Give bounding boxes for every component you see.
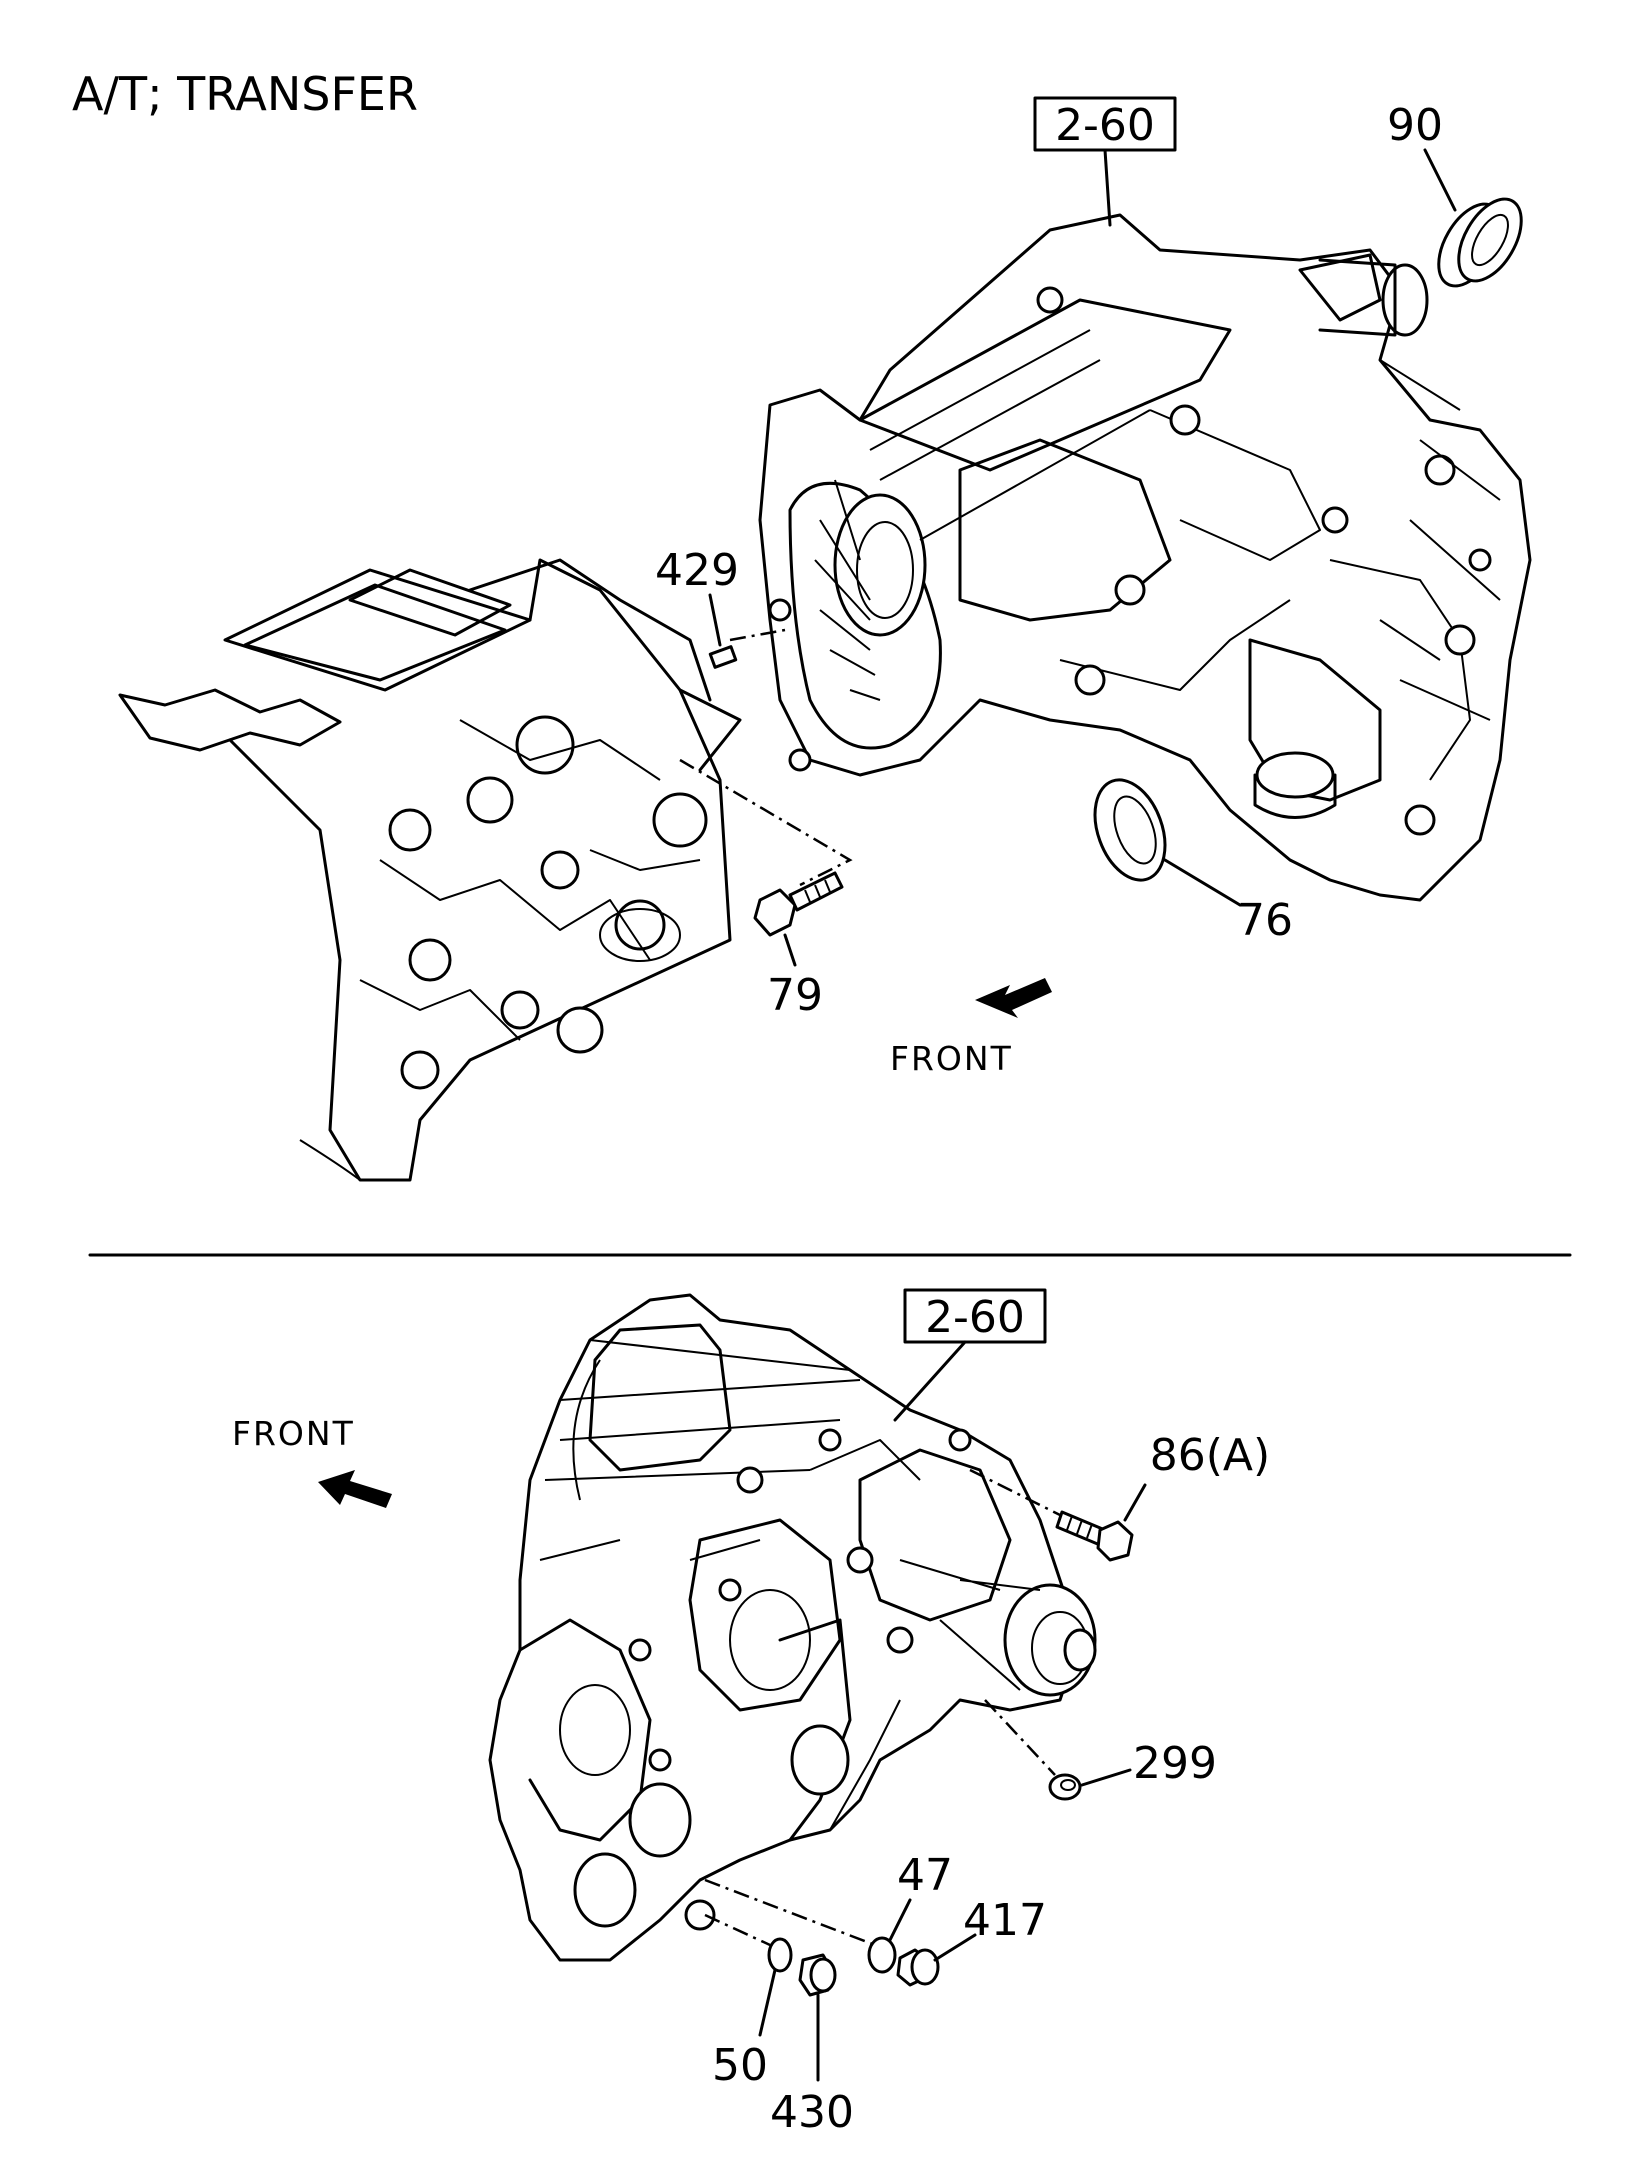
leader-dash-86a — [969, 1468, 1061, 1517]
leader-dash-79 — [679, 758, 853, 887]
part-50-oring[interactable] — [767, 1937, 793, 1973]
leader-429 — [708, 593, 722, 647]
transfer-case-top-illustration — [758, 213, 1532, 902]
front-arrow-icon — [975, 978, 1052, 1018]
callout-47[interactable]: 47 — [897, 1850, 953, 1901]
transmission-case-illustration — [118, 558, 742, 1182]
leader-79 — [783, 933, 797, 967]
leader-90 — [1423, 148, 1457, 212]
part-79-bolt[interactable] — [753, 871, 844, 937]
leader-76 — [1163, 858, 1242, 907]
part-430-plug[interactable] — [798, 1953, 837, 1997]
part-47-oring[interactable] — [867, 1936, 897, 1974]
leader-299 — [1080, 1768, 1132, 1787]
leader-417 — [933, 1933, 977, 1962]
leader-dash-50 — [704, 1913, 771, 1947]
front-label-top: FRONT — [890, 1039, 1013, 1078]
callout-50[interactable]: 50 — [712, 2040, 768, 2091]
leader-50 — [758, 1968, 777, 2037]
front-arrow-bottom — [318, 1470, 392, 1508]
front-label-bottom: FRONT — [232, 1414, 355, 1453]
leader-dash-299 — [984, 1699, 1056, 1776]
leader-ref-top — [1103, 148, 1112, 227]
part-86a-bolt[interactable] — [1055, 1510, 1134, 1562]
callout-90[interactable]: 90 — [1387, 100, 1443, 151]
ref-box-top-label: 2-60 — [1055, 100, 1155, 151]
part-417-plug[interactable] — [896, 1948, 940, 1987]
part-429-pin[interactable] — [708, 645, 738, 669]
ref-box-top[interactable]: 2-60 — [1033, 96, 1177, 152]
callout-429[interactable]: 429 — [655, 545, 739, 596]
part-299-ring[interactable] — [1048, 1773, 1082, 1801]
part-76-seal[interactable] — [1082, 770, 1178, 890]
front-arrow-top — [975, 978, 1052, 1018]
ref-box-bottom[interactable]: 2-60 — [903, 1288, 1047, 1344]
leader-47 — [888, 1898, 912, 1942]
callout-79[interactable]: 79 — [767, 970, 823, 1021]
callout-76[interactable]: 76 — [1237, 895, 1293, 946]
page-title: A/T; TRANSFER — [72, 67, 418, 121]
callout-86a[interactable]: 86(A) — [1150, 1430, 1270, 1481]
front-arrow-icon — [318, 1470, 392, 1508]
ref-box-bottom-label: 2-60 — [925, 1292, 1025, 1343]
callout-430[interactable]: 430 — [770, 2087, 854, 2138]
leader-86a — [1123, 1483, 1147, 1522]
leader-dash-47 — [704, 1878, 876, 1947]
callout-299[interactable]: 299 — [1133, 1738, 1217, 1789]
callout-417[interactable]: 417 — [963, 1895, 1047, 1946]
transfer-case-bottom-illustration — [488, 1293, 1097, 1962]
leader-dash-429 — [729, 628, 786, 642]
part-90-seal[interactable] — [1426, 189, 1534, 297]
